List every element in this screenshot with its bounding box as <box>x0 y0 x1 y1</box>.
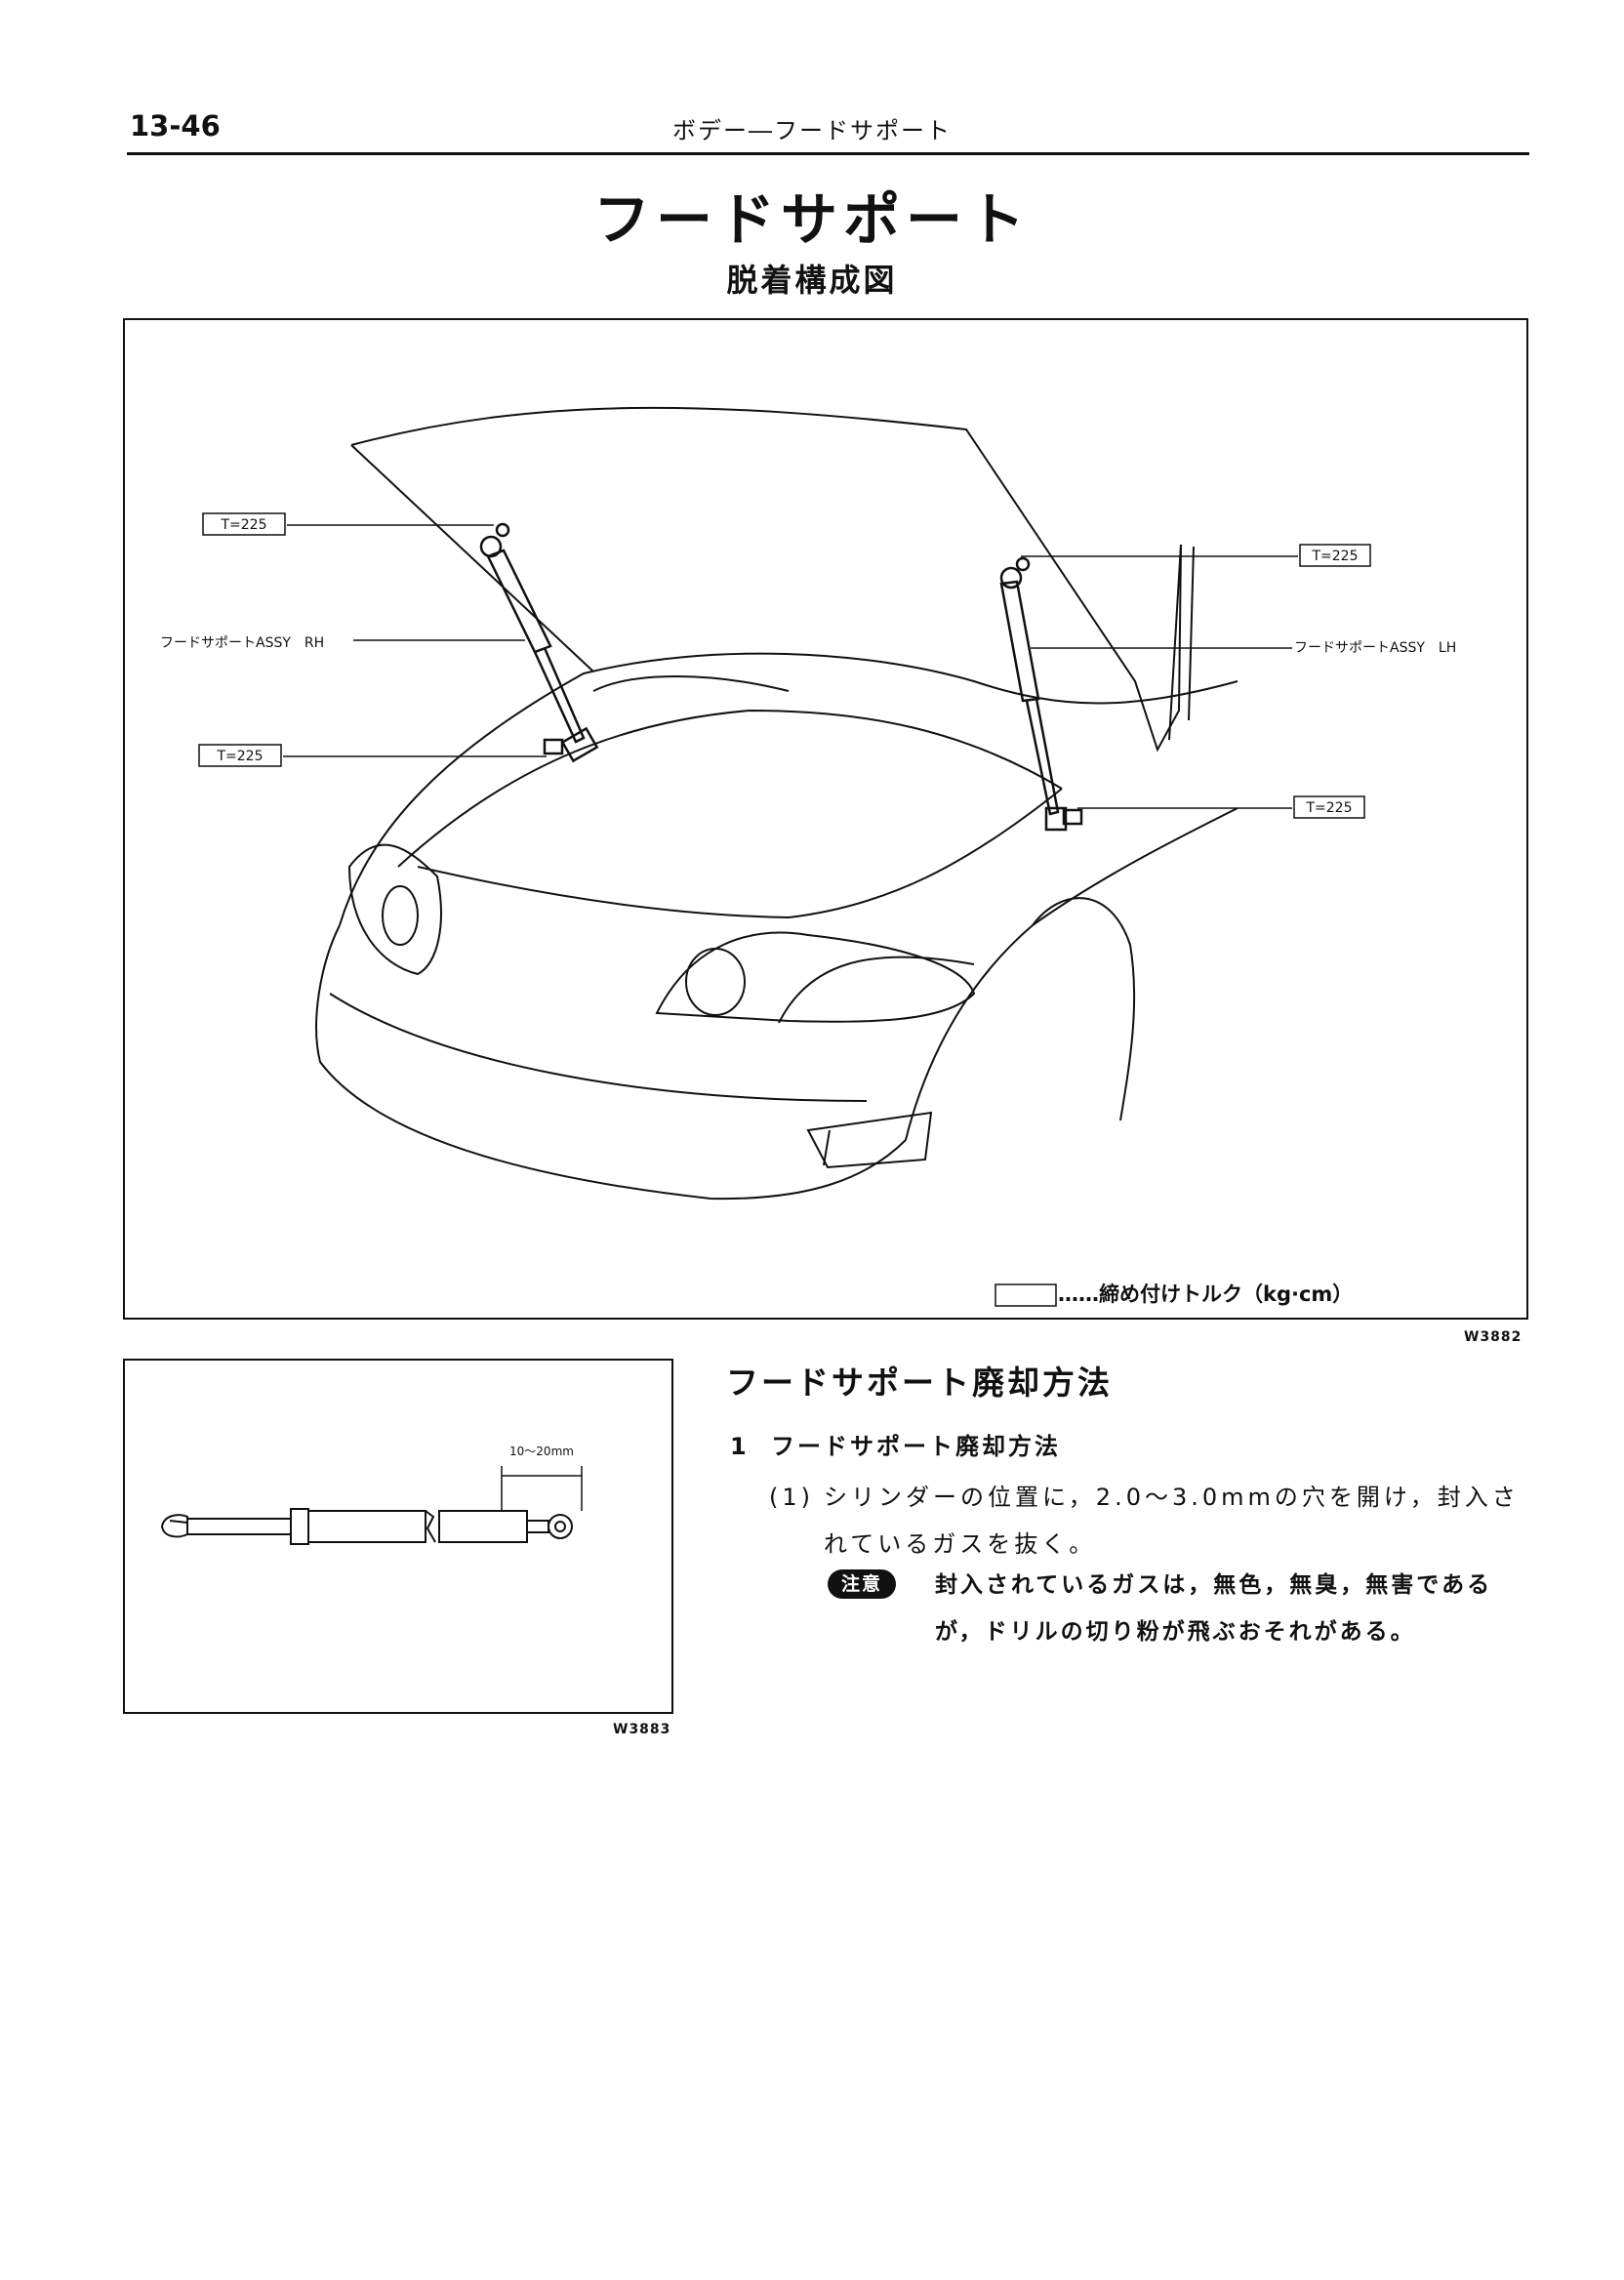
dimension-marker <box>501 1466 583 1511</box>
strut-drilling-diagram: 10〜20mm <box>123 1359 673 1714</box>
torque-label-rh-upper: T=225 <box>220 517 266 533</box>
torque-label-rh-lower: T=225 <box>216 749 263 764</box>
leader-lines <box>283 524 1298 809</box>
caution-badge: 注意 <box>828 1569 896 1599</box>
torque-label-lh-upper: T=225 <box>1311 549 1358 564</box>
headlight-left <box>347 843 442 976</box>
car-body <box>339 652 1238 926</box>
hood-support-rh <box>479 522 599 763</box>
page-number: 13-46 <box>130 109 221 142</box>
page-subtitle: 脱着構成図 <box>726 262 898 299</box>
hood-illustration: T=225 T=225 T=225 T=225 フードサポートASSY RH フ… <box>160 406 1456 1307</box>
figure-code-2: W3883 <box>613 1722 671 1737</box>
caution-text: 封入されているガスは，無色，無臭，無害であるが，ドリルの切り粉が飛ぶおそれがある… <box>935 1572 1493 1645</box>
callout-rh: フードサポートASSY RH <box>160 635 324 651</box>
page-title: フードサポート <box>592 186 1031 253</box>
hood-panel <box>350 406 1182 753</box>
hood-support-lh <box>999 556 1083 832</box>
torque-label-lh-lower: T=225 <box>1305 800 1352 816</box>
item-heading: 1 フードサポート廃却方法 <box>730 1427 1061 1461</box>
figure-code-1: W3882 <box>1464 1329 1522 1345</box>
headlight-right <box>655 931 976 1023</box>
item-title: フードサポート廃却方法 <box>771 1433 1061 1460</box>
torque-legend: ……締め付けトルク（kg·cm） <box>1058 1282 1353 1306</box>
step-text: シリンダーの位置に，2.0〜3.0mmの穴を開け，封入されているガスを抜く。 <box>824 1484 1520 1558</box>
running-title: ボデー―フードサポート <box>672 117 952 144</box>
callout-lh: フードサポートASSY LH <box>1294 640 1456 656</box>
hood-support-diagram: T=225 T=225 T=225 T=225 フードサポートASSY RH フ… <box>123 318 1528 1320</box>
header-rule <box>127 152 1529 155</box>
item-number: 1 <box>730 1433 750 1460</box>
strut-illustration: 10〜20mm <box>160 1445 583 1545</box>
step-number: (1) <box>769 1484 814 1511</box>
section-heading: フードサポート廃却方法 <box>726 1364 1113 1402</box>
dimension-label: 10〜20mm <box>509 1445 574 1458</box>
torque-boxes <box>198 512 1371 1307</box>
